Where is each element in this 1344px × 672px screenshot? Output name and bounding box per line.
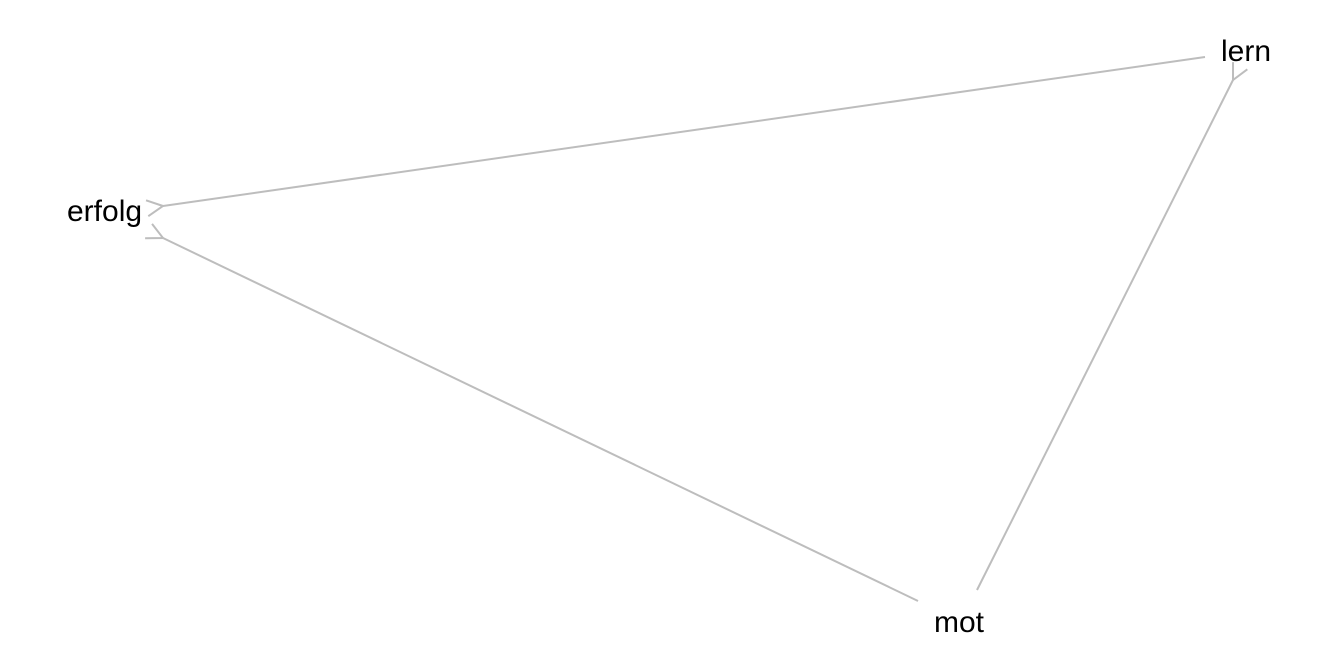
edge-mot-to-lern [976, 80, 1233, 591]
node-erfolg: erfolg [67, 195, 142, 228]
node-mot: mot [934, 606, 985, 639]
edge-mot-to-erfolg [163, 238, 919, 602]
edge-lern-to-erfolg [163, 56, 1206, 206]
node-lern: lern [1221, 35, 1271, 68]
nodes-layer: lern erfolg mot [67, 35, 1271, 639]
edges-layer [163, 56, 1233, 602]
